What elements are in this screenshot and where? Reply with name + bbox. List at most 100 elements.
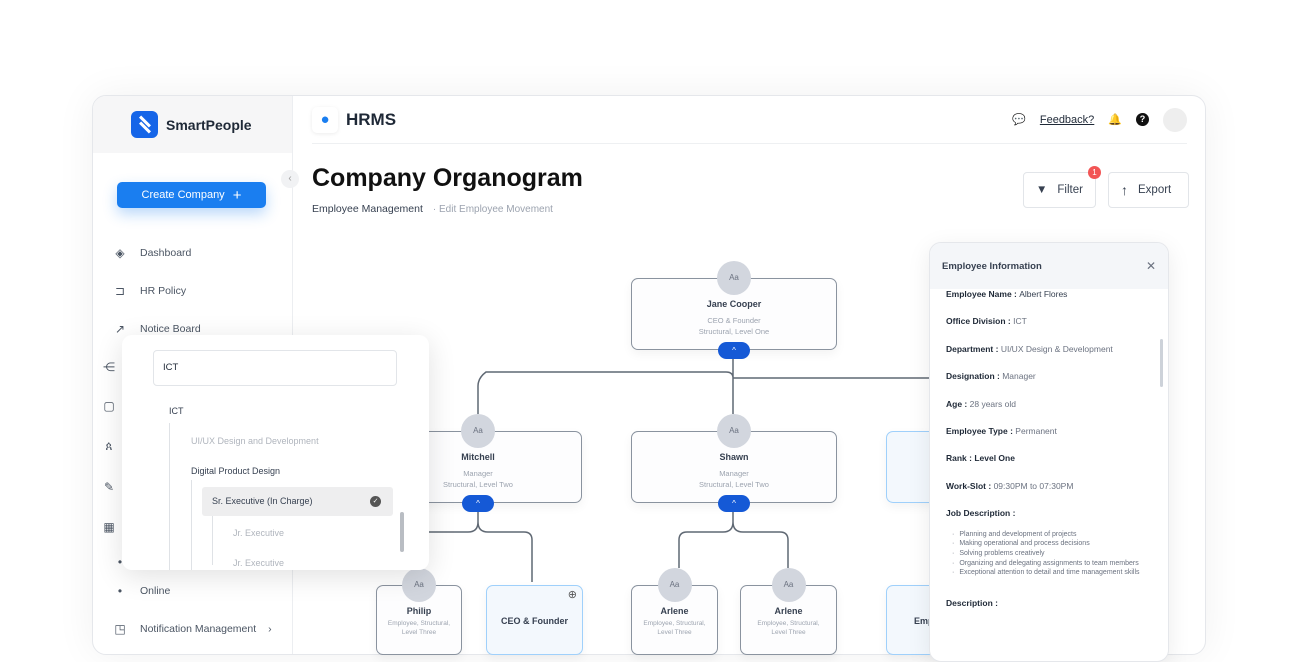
info-field: Designation : Manager [946, 371, 1168, 398]
info-field: Employee Type : Permanent [946, 426, 1168, 453]
breadcrumb-label: Edit Employee Movement [439, 204, 553, 215]
sidebar-item-online[interactable]: •Online [112, 584, 170, 598]
org-node-add[interactable]: ⊕ CEO & Founder [486, 585, 583, 655]
avatar: Aa [402, 568, 436, 602]
collapse-toggle[interactable]: ^ [718, 495, 750, 512]
brand: SmartPeople [93, 96, 292, 153]
node-level: Level Three [657, 629, 692, 636]
field-value: Permanent [1015, 425, 1057, 436]
nav-label: Notice Board [140, 323, 201, 335]
job-description-list: Planning and development of projects Mak… [952, 530, 1152, 579]
bell-icon[interactable]: 🔔 [1108, 114, 1122, 126]
collapse-sidebar-button[interactable]: ‹ [281, 170, 299, 188]
dot-icon: • [117, 584, 123, 598]
tree-item[interactable]: Jr. Executive [233, 558, 285, 568]
scrollbar[interactable] [1160, 339, 1163, 387]
sidebar-item-dashboard[interactable]: ◈Dashboard [112, 246, 191, 260]
sidebar-icon-calendar[interactable]: ▦ [101, 520, 117, 534]
tree-item-label: Sr. Executive (In Charge) [212, 496, 313, 506]
profile-avatar[interactable] [1163, 107, 1187, 132]
connector [732, 377, 930, 414]
plus-icon: + [232, 186, 242, 204]
feedback-link[interactable]: Feedback? [1039, 113, 1095, 126]
job-item: Solving problems creatively [952, 549, 1152, 559]
help-icon[interactable]: ? [1136, 113, 1149, 126]
sidebar-subitem-dot[interactable]: • [112, 555, 128, 569]
tree-item[interactable]: Digital Product Design [191, 466, 281, 476]
ticket-icon: ⊐ [114, 284, 126, 298]
filter-label: Filter [1057, 184, 1083, 196]
sidebar-item-hr-policy[interactable]: ⊐HR Policy [112, 284, 186, 298]
node-name: Arlene [660, 606, 689, 616]
sidebar-item-notification-management[interactable]: ◳Notification Management› [112, 622, 271, 636]
employee-info-panel: Employee Information✕ Employee Name : Al… [929, 242, 1169, 662]
avatar: Aa [717, 414, 751, 448]
create-company-button[interactable]: Create Company + [117, 182, 266, 208]
sidebar-icon-users[interactable]: ጰ [101, 439, 117, 454]
collapse-toggle[interactable]: ^ [462, 495, 494, 512]
sidebar-icon-share[interactable]: ⋲ [101, 360, 117, 374]
node-role: Employee, Structural, [643, 620, 706, 627]
field-label: Employee Type : [946, 425, 1013, 436]
sidebar-item-notice-board[interactable]: ↗Notice Board [112, 322, 201, 336]
node-name: Shawn [719, 452, 749, 462]
avatar: Aa [461, 414, 495, 448]
field-label: Rank : Level One [946, 453, 1015, 464]
tree-line [169, 423, 170, 570]
tree-item[interactable]: UI/UX Design and Development [191, 436, 319, 446]
department-search-input[interactable]: ICT [153, 350, 397, 386]
sidebar-icon-edit[interactable]: ✎ [101, 480, 117, 494]
export-label: Export [1138, 184, 1172, 196]
job-item: Making operational and process decisions [952, 539, 1152, 549]
org-node[interactable]: Aa Philip Employee, Structural,Level Thr… [376, 568, 462, 655]
info-field: Department : UI/UX Design & Development [946, 344, 1168, 371]
breadcrumb-item[interactable]: · Edit Employee Movement [432, 204, 553, 215]
info-field: Age : 28 years old [946, 399, 1168, 426]
field-label: Age : [946, 398, 968, 409]
job-item: Planning and development of projects [952, 530, 1152, 540]
field-value: ICT [1013, 316, 1027, 327]
check-icon: ✓ [370, 496, 381, 507]
collapse-toggle[interactable]: ^ [718, 342, 750, 359]
field-label: Office Division : [946, 316, 1011, 327]
field-value: 28 years old [969, 398, 1016, 409]
arrow-up-icon: ↑ [1121, 182, 1128, 198]
description-label: Description : [946, 598, 998, 609]
node-level: Level Three [771, 629, 806, 636]
sidebar: SmartPeople ‹ Create Company + ◈Dashboard… [93, 96, 299, 654]
node-name: Arlene [774, 606, 803, 616]
breadcrumb: Employee Management · Edit Employee Movem… [312, 203, 553, 215]
job-description-label: Job Description : [946, 508, 1016, 519]
tree-line [212, 515, 213, 565]
node-role: Manager [463, 469, 493, 478]
tree-item[interactable]: Jr. Executive [233, 528, 285, 538]
info-field: Employee Name : Albert Flores [946, 289, 1168, 316]
sidebar-icon-clipboard[interactable]: ▢ [101, 399, 117, 413]
tree-item[interactable]: ICT [169, 406, 184, 416]
field-value: Albert Flores [1019, 289, 1068, 299]
org-node[interactable]: Aa Arlene Employee, Structural,Level Thr… [631, 568, 718, 655]
nav-label: Notification Management [140, 623, 257, 635]
close-icon[interactable]: ✕ [1145, 259, 1156, 273]
logo-icon [131, 111, 158, 138]
org-connectors [380, 356, 930, 582]
node-role: CEO & Founder [707, 316, 761, 325]
scrollbar[interactable] [400, 512, 404, 552]
create-company-label: Create Company [141, 189, 225, 201]
connector [678, 510, 789, 568]
field-value: 09:30PM to 07:30PM [993, 480, 1074, 491]
tree-item-selected[interactable]: Sr. Executive (In Charge) ✓ [202, 487, 393, 516]
org-node[interactable]: Aa Arlene Employee, Structural,Level Thr… [740, 568, 837, 655]
plus-circle-icon[interactable]: ⊕ [567, 589, 577, 601]
node-role: Employee, Structural, [387, 620, 451, 627]
field-value: Manager [1002, 371, 1036, 382]
breadcrumb-item[interactable]: Employee Management [312, 203, 423, 215]
brand-name: SmartPeople [166, 116, 252, 133]
avatar: Aa [717, 261, 751, 295]
connector [477, 356, 734, 414]
export-button[interactable]: ↑ Export [1108, 172, 1189, 208]
funnel-icon: ▼ [1036, 184, 1048, 196]
